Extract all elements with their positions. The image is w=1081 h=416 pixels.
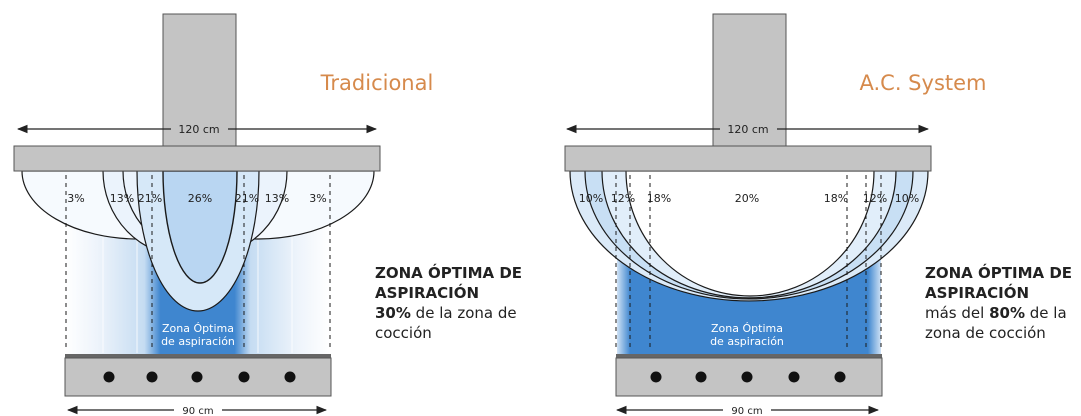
ac-system-caption: ZONA ÓPTIMA DE ASPIRACIÓN más del 80% de… <box>925 263 1072 343</box>
traditional-hood-panel: 120 cm 3% 13% 21% 26% 21% 13% 3% Zona Óp… <box>13 13 434 416</box>
caption-heading: ASPIRACIÓN <box>925 284 1030 302</box>
cooktop-glass <box>616 354 882 358</box>
hood-slab <box>13 145 381 172</box>
percent-label: 3% <box>67 192 84 205</box>
traditional-caption: ZONA ÓPTIMA DE ASPIRACIÓN 30% de la zona… <box>375 263 522 343</box>
burner <box>191 371 203 383</box>
bottom-width-label: 90 cm <box>182 406 213 416</box>
burner <box>103 371 115 383</box>
caption-heading: ZONA ÓPTIMA DE <box>375 264 523 282</box>
zone-label: Zona Óptima <box>162 322 234 335</box>
burner <box>146 371 158 383</box>
ac-system-hood-panel: 120 cm 10% 12% 18% 20% 18% 12% 10% Zona … <box>564 13 987 416</box>
aspiration-lobe <box>625 170 875 297</box>
percent-label: 18% <box>647 192 671 205</box>
width-label: 120 cm <box>178 123 219 136</box>
percent-label: 26% <box>188 192 212 205</box>
panel-title: Tradicional <box>320 71 434 95</box>
caption-heading: ZONA ÓPTIMA DE <box>925 264 1073 282</box>
aspiration-lobe <box>162 170 238 284</box>
bottom-width-label: 90 cm <box>731 406 762 416</box>
percent-label: 3% <box>309 192 326 205</box>
percent-label: 21% <box>235 192 259 205</box>
percent-label: 20% <box>735 192 759 205</box>
percent-label: 10% <box>895 192 919 205</box>
burner <box>834 371 846 383</box>
cooktop-glass <box>65 354 331 358</box>
zone-label: Zona Óptima <box>711 322 783 335</box>
caption-body: cocción <box>375 324 432 342</box>
burner <box>741 371 753 383</box>
burner <box>650 371 662 383</box>
panel-title: A.C. System <box>860 71 987 95</box>
percent-label: 13% <box>110 192 134 205</box>
burner <box>284 371 296 383</box>
caption-highlight: 80% <box>989 304 1025 322</box>
hood-slab <box>564 145 932 172</box>
burner <box>695 371 707 383</box>
burner <box>238 371 250 383</box>
percent-label: 21% <box>138 192 162 205</box>
caption-heading: ASPIRACIÓN <box>375 284 480 302</box>
width-label: 120 cm <box>727 123 768 136</box>
zone-label: de aspiración <box>710 335 784 348</box>
caption-body: más del 80% de la <box>925 304 1067 322</box>
caption-body: 30% de la zona de <box>375 304 517 322</box>
percent-label: 12% <box>611 192 635 205</box>
burner <box>788 371 800 383</box>
percent-label: 10% <box>579 192 603 205</box>
percent-label: 12% <box>863 192 887 205</box>
caption-highlight: 30% <box>375 304 411 322</box>
caption-body: zona de cocción <box>925 324 1046 342</box>
zone-label: de aspiración <box>161 335 235 348</box>
percent-label: 13% <box>265 192 289 205</box>
percent-label: 18% <box>824 192 848 205</box>
